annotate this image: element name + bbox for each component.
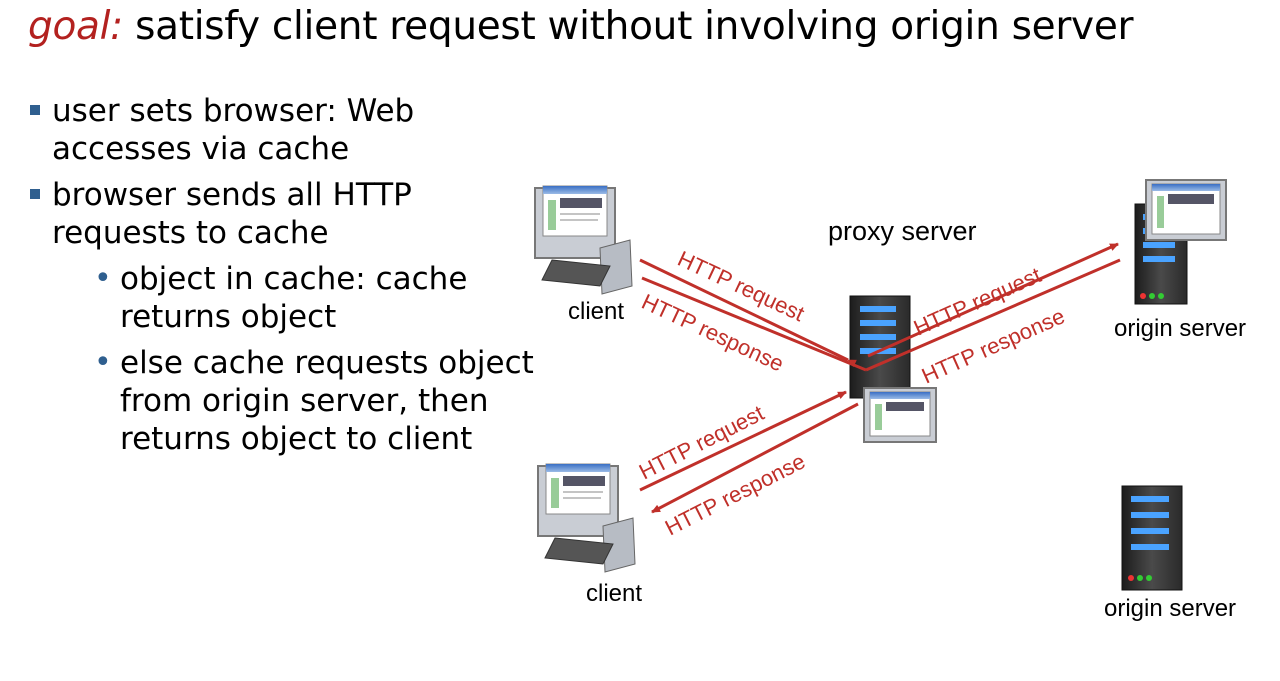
origin-server-icon — [1134, 179, 1227, 305]
title-text: satisfy client request without involving… — [123, 4, 1134, 49]
request-arrow-proxy-to-origin — [867, 242, 1119, 358]
response-arrow-origin-to-proxy — [865, 258, 1121, 372]
client-label: client — [586, 580, 643, 607]
bullet-item: browser sends all HTTP requests to cache — [28, 176, 548, 252]
square-bullet-icon — [30, 189, 40, 199]
http-request-label: HTTP request — [635, 400, 768, 484]
origin-server-icon — [1121, 485, 1183, 591]
bullet-item: user sets browser: Web accesses via cach… — [28, 92, 548, 168]
title-goal-prefix: goal: — [28, 4, 123, 49]
client-computer-icon — [534, 185, 633, 295]
response-arrow-proxy-to-client — [641, 276, 867, 372]
sub-bullet-item: •else cache requests object from origin … — [28, 344, 548, 458]
proxy-server-icon — [849, 295, 937, 443]
request-arrow-client-to-proxy — [639, 258, 857, 368]
proxy-server-label: proxy server — [828, 216, 977, 246]
bullet-text: user sets browser: Web accesses via cach… — [52, 93, 415, 167]
origin-server-label: origin server — [1104, 595, 1237, 622]
sub-bullet-text: object in cache: cache returns object — [120, 261, 468, 335]
client-computer-icon — [537, 463, 636, 573]
bullet-text: browser sends all HTTP requests to cache — [52, 177, 412, 251]
client-label: client — [568, 298, 625, 325]
square-bullet-icon — [30, 105, 40, 115]
dot-bullet-icon: • — [94, 261, 112, 296]
request-arrow-client-to-proxy — [639, 390, 847, 492]
origin-server-label: origin server — [1114, 315, 1247, 342]
bullet-list: user sets browser: Web accesses via cach… — [28, 92, 548, 466]
dot-bullet-icon: • — [94, 345, 112, 380]
sub-bullet-item: •object in cache: cache returns object — [28, 260, 548, 336]
slide-title: goal: satisfy client request without inv… — [28, 4, 1134, 49]
response-arrow-proxy-to-client — [651, 402, 859, 514]
sub-bullet-text: else cache requests object from origin s… — [120, 345, 534, 457]
